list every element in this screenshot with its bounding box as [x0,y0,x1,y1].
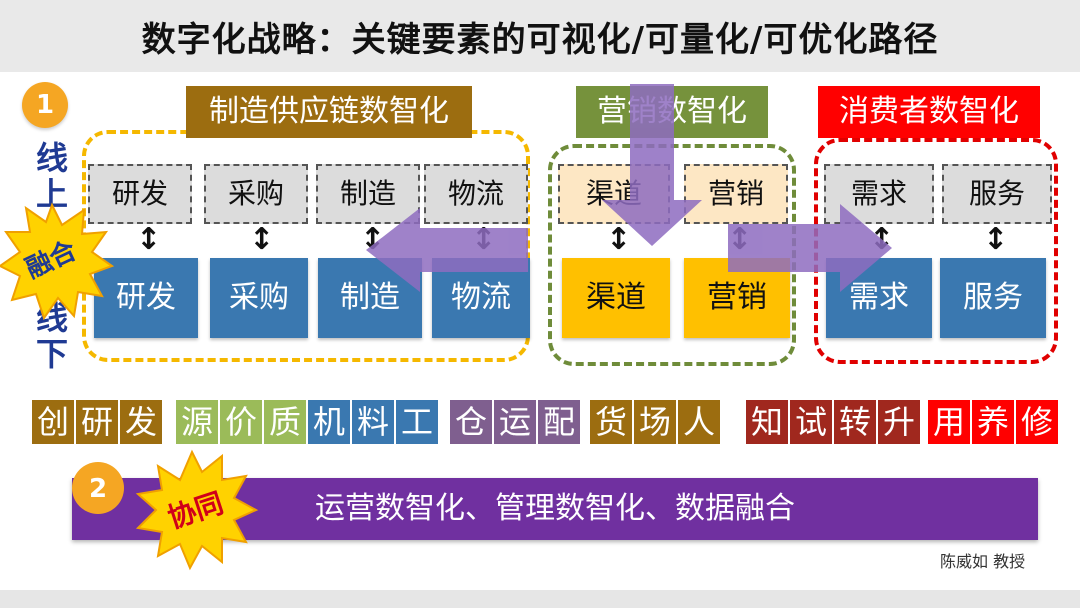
double-arrow-icon: ↕ [471,222,497,257]
online-box: 营销 [684,164,788,224]
capability-tile: 仓 [450,400,492,444]
capability-tile: 货 [590,400,632,444]
title-bar [0,0,1080,72]
capability-tile: 用 [928,400,970,444]
double-arrow-icon: ↕ [869,222,895,257]
double-arrow-icon: ↕ [136,222,162,257]
capability-tile: 运 [494,400,536,444]
group-label-0: 制造供应链数智化 [186,86,472,138]
capability-tile: 料 [352,400,394,444]
capability-tile: 知 [746,400,788,444]
capability-tile: 试 [790,400,832,444]
online-box: 采购 [204,164,308,224]
group-label-1: 营销数智化 [576,86,768,138]
capability-tile: 工 [396,400,438,444]
capability-tile: 发 [120,400,162,444]
double-arrow-icon: ↕ [606,222,632,257]
capability-tile: 修 [1016,400,1058,444]
label-online: 线上 [35,139,68,213]
collaboration-bar: 运营数智化、管理数智化、数据融合 [72,478,1038,540]
online-box: 制造 [316,164,420,224]
section-number-1: 1 [22,82,68,128]
online-box: 研发 [88,164,192,224]
double-arrow-icon: ↕ [983,222,1009,257]
capability-tile: 场 [634,400,676,444]
online-box: 物流 [424,164,528,224]
capability-tile: 源 [176,400,218,444]
capability-tile: 人 [678,400,720,444]
offline-box: 物流 [432,258,530,338]
capability-tile: 质 [264,400,306,444]
capability-tile: 升 [878,400,920,444]
capability-tile: 养 [972,400,1014,444]
offline-box: 研发 [94,258,198,338]
offline-box: 需求 [826,258,932,338]
online-box: 服务 [942,164,1052,224]
bottom-bar [0,590,1080,608]
double-arrow-icon: ↕ [249,222,275,257]
offline-box: 营销 [684,258,790,338]
capability-tile: 创 [32,400,74,444]
capability-tile: 转 [834,400,876,444]
online-box: 渠道 [558,164,670,224]
double-arrow-icon: ↕ [360,222,386,257]
offline-box: 服务 [940,258,1046,338]
author-credit: 陈威如 教授 [940,552,1026,571]
group-label-2: 消费者数智化 [818,86,1040,138]
fusion-burst-text: 融合 [21,234,82,284]
capability-tile: 价 [220,400,262,444]
page-title: 数字化战略：关键要素的可视化/可量化/可优化路径 [141,20,939,60]
offline-box: 渠道 [562,258,670,338]
offline-box: 采购 [210,258,308,338]
online-box: 需求 [824,164,934,224]
double-arrow-icon: ↕ [727,222,753,257]
capability-tile: 配 [538,400,580,444]
label-offline: 线下 [35,299,68,373]
capability-tile: 研 [76,400,118,444]
offline-box: 制造 [318,258,422,338]
capability-tile: 机 [308,400,350,444]
